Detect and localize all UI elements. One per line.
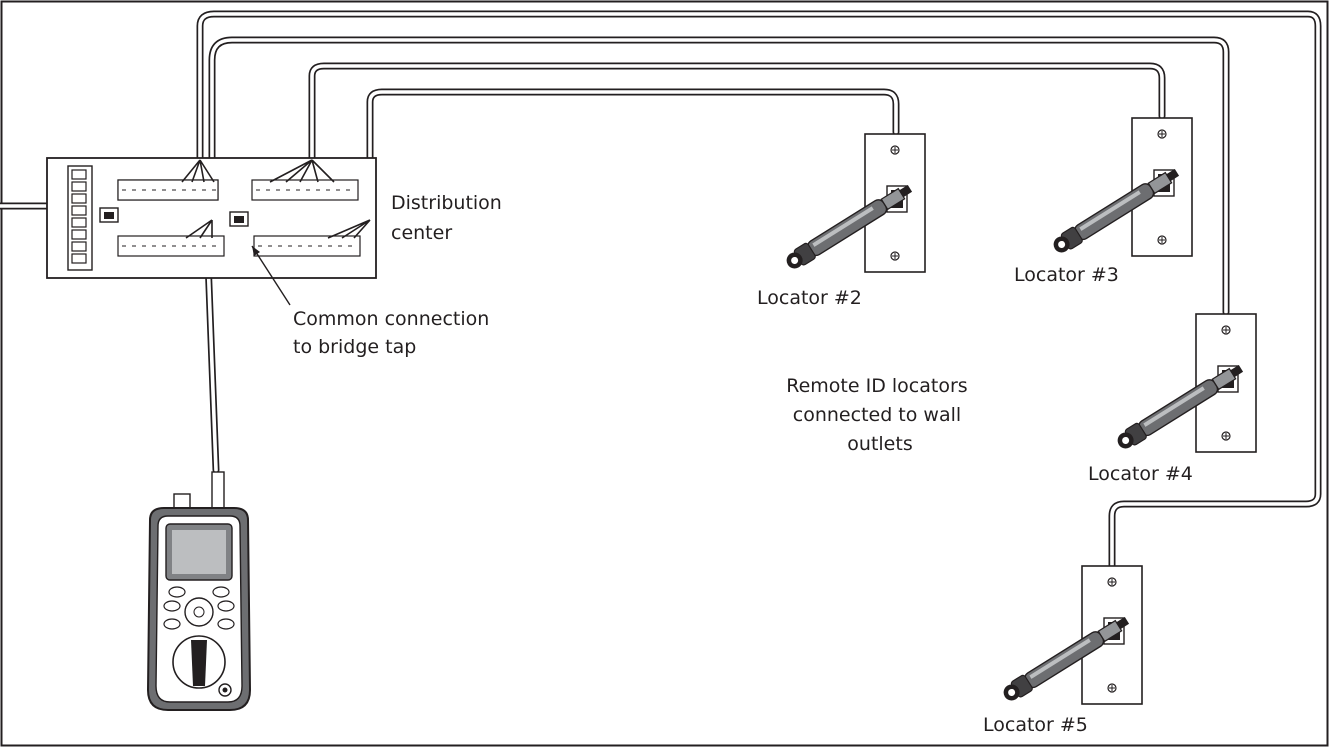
outlet-locator-3 xyxy=(1049,117,1193,258)
common-connection-pointer xyxy=(251,245,291,306)
outlet-locator-2 xyxy=(782,133,926,274)
common-connection-label: Common connection to bridge tap xyxy=(293,308,495,358)
outlet-locator-5 xyxy=(999,565,1143,706)
remote-locators-label: Remote ID locators connected to wall out… xyxy=(786,375,973,455)
locator-2-label: Locator #2 xyxy=(757,287,862,309)
locator-4-label: Locator #4 xyxy=(1088,463,1193,485)
locator-3-label: Locator #3 xyxy=(1014,264,1119,286)
distribution-center-label: Distribution center xyxy=(391,192,508,244)
outlet-locator-4 xyxy=(1113,313,1257,454)
patch-panel-icon xyxy=(46,157,377,279)
cable-tester-icon xyxy=(146,471,252,711)
locator-5-label: Locator #5 xyxy=(983,714,1088,736)
cable-runs xyxy=(196,10,1322,569)
